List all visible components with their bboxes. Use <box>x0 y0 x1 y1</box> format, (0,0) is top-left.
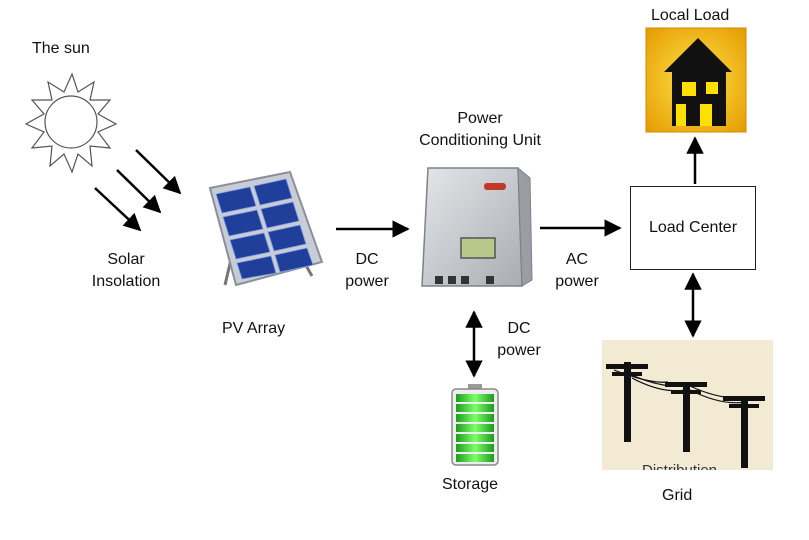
load-center-label: Load Center <box>648 219 738 236</box>
ac-power-label: AC power <box>555 251 599 290</box>
grid-label: Grid <box>662 487 693 504</box>
pcu-label: Power Conditioning Unit <box>419 110 541 149</box>
house-icon <box>645 27 747 133</box>
grid-partial-label: Distribution <box>642 461 717 470</box>
sun-label: The sun <box>32 40 90 57</box>
storage-label: Storage <box>442 476 499 493</box>
battery-icon <box>451 384 499 466</box>
pv-array-label: PV Array <box>222 320 286 337</box>
power-lines-icon <box>602 340 773 470</box>
storage-dc-power-label: DC power <box>497 320 541 359</box>
local-load-label: Local Load <box>651 7 730 24</box>
pv-dc-power-label: DC power <box>345 251 389 290</box>
solar-panel-icon <box>208 170 324 287</box>
insolation-label: Solar Insolation <box>91 251 161 290</box>
load-center-box: Load Center <box>630 186 756 270</box>
inverter-icon <box>421 166 533 287</box>
insolation-arrows <box>94 149 182 232</box>
sun-icon <box>24 72 118 174</box>
